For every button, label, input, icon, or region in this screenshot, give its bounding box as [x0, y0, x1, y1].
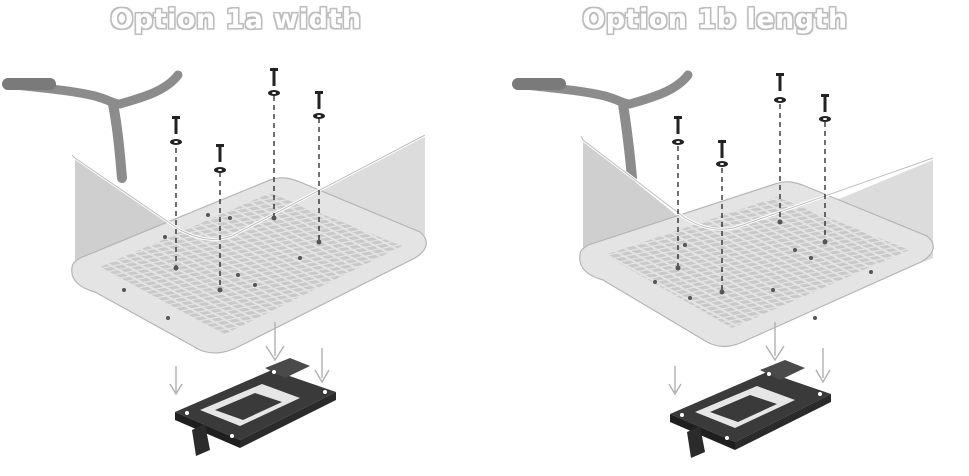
option-1a-title: Option 1a width — [110, 4, 362, 35]
screw-set — [122, 68, 325, 320]
option-1b-title: Option 1b length — [582, 4, 848, 35]
washer-icon — [170, 90, 325, 173]
screw-set — [653, 73, 873, 320]
adapter-plate-icon — [175, 358, 336, 456]
option-1a-diagram — [2, 68, 430, 456]
handlebar-icon — [512, 70, 693, 183]
adapter-plate-icon — [670, 360, 831, 458]
option-1b-panel: Option 1b length — [485, 0, 969, 476]
basket-icon — [70, 127, 430, 354]
option-1a-panel: Option 1a width — [0, 0, 484, 476]
handlebar-icon — [2, 70, 183, 183]
basket-icon — [579, 135, 938, 348]
screw-icon — [674, 73, 829, 158]
screw-icon — [172, 68, 323, 162]
washer-icon — [672, 97, 831, 167]
option-1b-diagram — [512, 70, 938, 458]
